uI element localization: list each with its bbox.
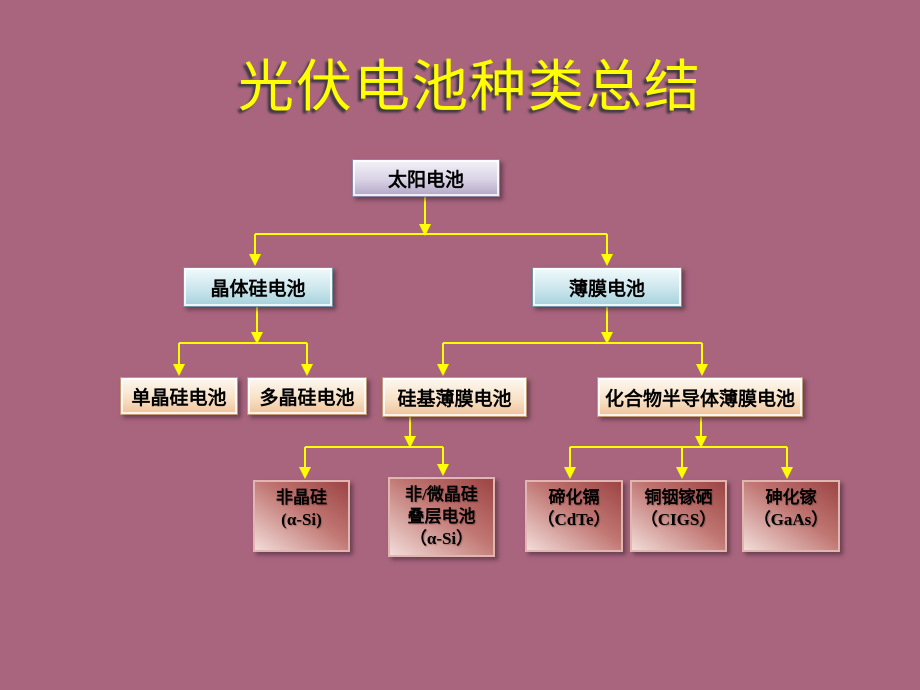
node-gaas-line2: （GaAs）: [753, 510, 829, 529]
node-amorphous-si: 非晶硅 (α-Si): [253, 480, 350, 552]
node-amorphous-si-line2: (α-Si): [281, 510, 322, 529]
node-si-based-thin-film-cell: 硅基薄膜电池: [382, 377, 527, 417]
node-thin-film-cell: 薄膜电池: [532, 267, 682, 307]
node-poly-si-cell: 多晶硅电池: [247, 377, 367, 415]
node-tandem-si-line1: 非/微晶硅: [405, 485, 478, 504]
node-cigs: 铜铟镓硒 （CIGS）: [630, 480, 727, 552]
node-thin-film-cell-label: 薄膜电池: [568, 278, 645, 300]
node-gaas: 砷化镓 （GaAs）: [742, 480, 840, 552]
node-amorphous-si-line1: 非晶硅: [276, 488, 327, 507]
node-tandem-si-line3: （α-Si）: [409, 529, 474, 548]
node-tandem-si-line2: 叠层电池: [407, 507, 476, 526]
node-cdte-line2: （CdTe）: [537, 510, 611, 529]
node-tandem-si: 非/微晶硅 叠层电池 （α-Si）: [388, 477, 495, 557]
node-cdte: 碲化镉 （CdTe）: [525, 480, 623, 552]
node-solar-cell: 太阳电池: [352, 159, 500, 197]
node-cigs-line1: 铜铟镓硒: [644, 488, 713, 507]
node-crystalline-silicon-cell-label: 晶体硅电池: [210, 278, 306, 300]
node-compound-semiconductor-thin-film-cell-label: 化合物半导体薄膜电池: [604, 388, 795, 410]
node-si-based-thin-film-cell-label: 硅基薄膜电池: [397, 388, 512, 410]
slide-title: 光伏电池种类总结: [238, 57, 702, 119]
node-compound-semiconductor-thin-film-cell: 化合物半导体薄膜电池: [597, 377, 803, 417]
node-solar-cell-label: 太阳电池: [387, 169, 464, 191]
node-cigs-line2: （CIGS）: [640, 510, 717, 529]
node-gaas-line1: 砷化镓: [765, 488, 817, 507]
node-cdte-line1: 碲化镉: [548, 488, 600, 507]
node-mono-si-cell-label: 单晶硅电池: [131, 387, 227, 409]
node-poly-si-cell-label: 多晶硅电池: [259, 387, 355, 409]
node-crystalline-silicon-cell: 晶体硅电池: [183, 267, 333, 307]
node-mono-si-cell: 单晶硅电池: [120, 377, 238, 415]
